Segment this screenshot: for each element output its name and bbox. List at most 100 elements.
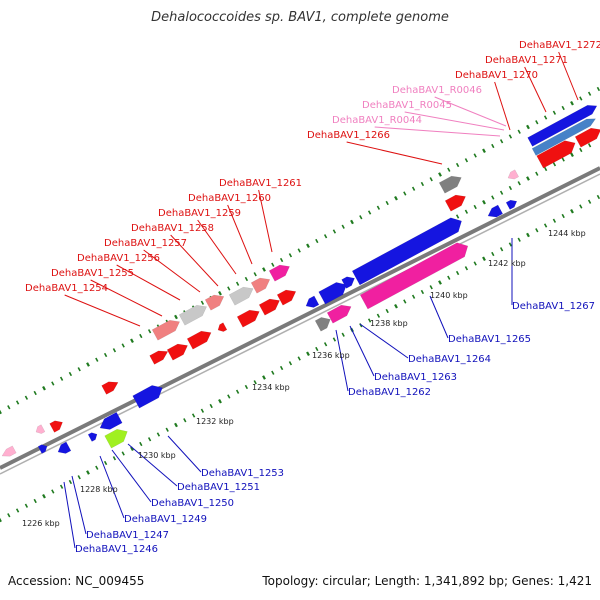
upper-tick-mark <box>95 357 99 362</box>
lower-tick-mark <box>526 232 530 238</box>
gene-feature <box>228 286 254 306</box>
lower-tick-mark <box>385 308 389 314</box>
upper-tick-mark <box>262 267 266 272</box>
upper-tick-mark <box>33 390 37 396</box>
upper-gene-label: DehaBAV1_1272 <box>519 40 600 51</box>
lower-tick-mark <box>42 493 46 499</box>
lower-tick-mark <box>570 208 574 214</box>
lower-tick-mark <box>253 380 257 385</box>
upper-tick-mark <box>0 409 2 415</box>
gene-feature <box>166 343 188 361</box>
label-leader-line <box>346 141 443 165</box>
gene-feature <box>57 441 72 454</box>
kbp-scale-label: 1236 kbp <box>312 351 350 360</box>
upper-tick-mark <box>139 333 143 339</box>
lower-tick-mark <box>191 413 196 418</box>
upper-tick-mark <box>535 120 539 125</box>
upper-gene-label: DehaBAV1_1255 <box>51 268 134 279</box>
label-leader-line <box>374 126 501 137</box>
upper-tick-mark <box>24 395 29 400</box>
gene-feature <box>444 194 466 212</box>
upper-tick-mark <box>411 186 416 191</box>
gene-feature <box>326 304 352 324</box>
upper-tick-mark <box>429 177 433 182</box>
lower-tick-mark <box>332 337 337 342</box>
lower-tick-mark <box>121 451 125 456</box>
upper-tick-mark <box>253 272 257 277</box>
lower-tick-mark <box>77 475 81 480</box>
lower-tick-mark <box>438 280 442 285</box>
lower-tick-mark <box>165 427 169 432</box>
lower-tick-mark <box>473 261 477 266</box>
lower-tick-mark <box>15 508 20 513</box>
lower-tick-mark <box>112 456 117 461</box>
gene-feature <box>99 411 123 430</box>
gene-feature <box>341 276 355 289</box>
gene-feature <box>268 264 290 282</box>
lower-tick-mark <box>535 228 539 233</box>
lower-gene-label: DehaBAV1_1264 <box>408 354 491 365</box>
gene-feature <box>318 282 347 305</box>
upper-tick-mark <box>271 262 275 267</box>
upper-tick-mark <box>244 276 249 282</box>
upper-gene-label: DehaBAV1_1270 <box>455 70 538 81</box>
upper-gene-label: DehaBAV1_1259 <box>158 208 241 219</box>
upper-tick-mark <box>579 96 583 101</box>
gene-feature <box>250 277 271 294</box>
gene-feature <box>527 105 598 147</box>
gene-feature <box>35 424 46 434</box>
upper-tick-mark <box>130 338 134 344</box>
lower-tick-mark <box>499 247 504 252</box>
gene-labels: DehaBAV1_1254DehaBAV1_1255DehaBAV1_1256D… <box>25 40 600 555</box>
label-leader-line <box>434 96 507 127</box>
label-leader-lines <box>63 51 579 549</box>
upper-tick-mark <box>332 229 337 234</box>
upper-tick-mark <box>587 91 592 96</box>
upper-tick-mark <box>499 139 504 144</box>
genome-backbone <box>0 166 600 475</box>
lower-tick-mark <box>508 185 513 191</box>
gene-feature <box>186 330 212 350</box>
label-leader-line <box>116 264 181 301</box>
kbp-scale-label: 1240 kbp <box>430 291 468 300</box>
lower-tick-mark <box>24 503 29 508</box>
lower-tick-mark <box>552 162 557 167</box>
lower-tick-mark <box>59 484 64 489</box>
upper-tick-mark <box>227 286 231 291</box>
lower-tick-mark <box>262 375 266 380</box>
lower-tick-mark <box>315 346 319 352</box>
upper-tick-mark <box>403 191 407 196</box>
lower-tick-mark <box>508 242 513 247</box>
upper-tick-mark <box>455 162 460 168</box>
upper-tick-mark <box>482 148 486 154</box>
upper-gene-label: DehaBAV1_1254 <box>25 283 108 294</box>
gene-feature <box>531 118 597 156</box>
lower-tick-mark <box>543 166 548 172</box>
kbp-scale-label: 1234 kbp <box>252 383 290 392</box>
upper-gene-label: DehaBAV1_1257 <box>104 238 187 249</box>
gene-feature <box>217 322 228 332</box>
lower-tick-mark <box>491 195 495 200</box>
lower-tick-mark <box>235 389 240 394</box>
upper-tick-mark <box>517 129 521 134</box>
upper-tick-mark <box>596 86 600 92</box>
lower-tick-mark <box>411 294 416 299</box>
upper-tick-mark <box>174 314 178 320</box>
lower-gene-label: DehaBAV1_1263 <box>374 372 457 383</box>
upper-tick-mark <box>235 281 240 286</box>
lower-gene-label: DehaBAV1_1250 <box>151 498 234 509</box>
label-leader-line <box>429 295 449 339</box>
gene-feature <box>236 309 260 328</box>
lower-gene-label: DehaBAV1_1247 <box>86 530 169 541</box>
lower-tick-mark <box>526 176 530 181</box>
label-leader-line <box>349 325 375 377</box>
lower-tick-mark <box>174 422 178 428</box>
lower-tick-mark <box>420 289 425 295</box>
label-leader-line <box>64 294 141 327</box>
upper-tick-mark <box>68 371 73 377</box>
upper-tick-mark <box>394 195 398 201</box>
upper-tick-mark <box>77 367 81 372</box>
lower-tick-mark <box>561 157 565 162</box>
lower-tick-mark <box>587 199 592 204</box>
